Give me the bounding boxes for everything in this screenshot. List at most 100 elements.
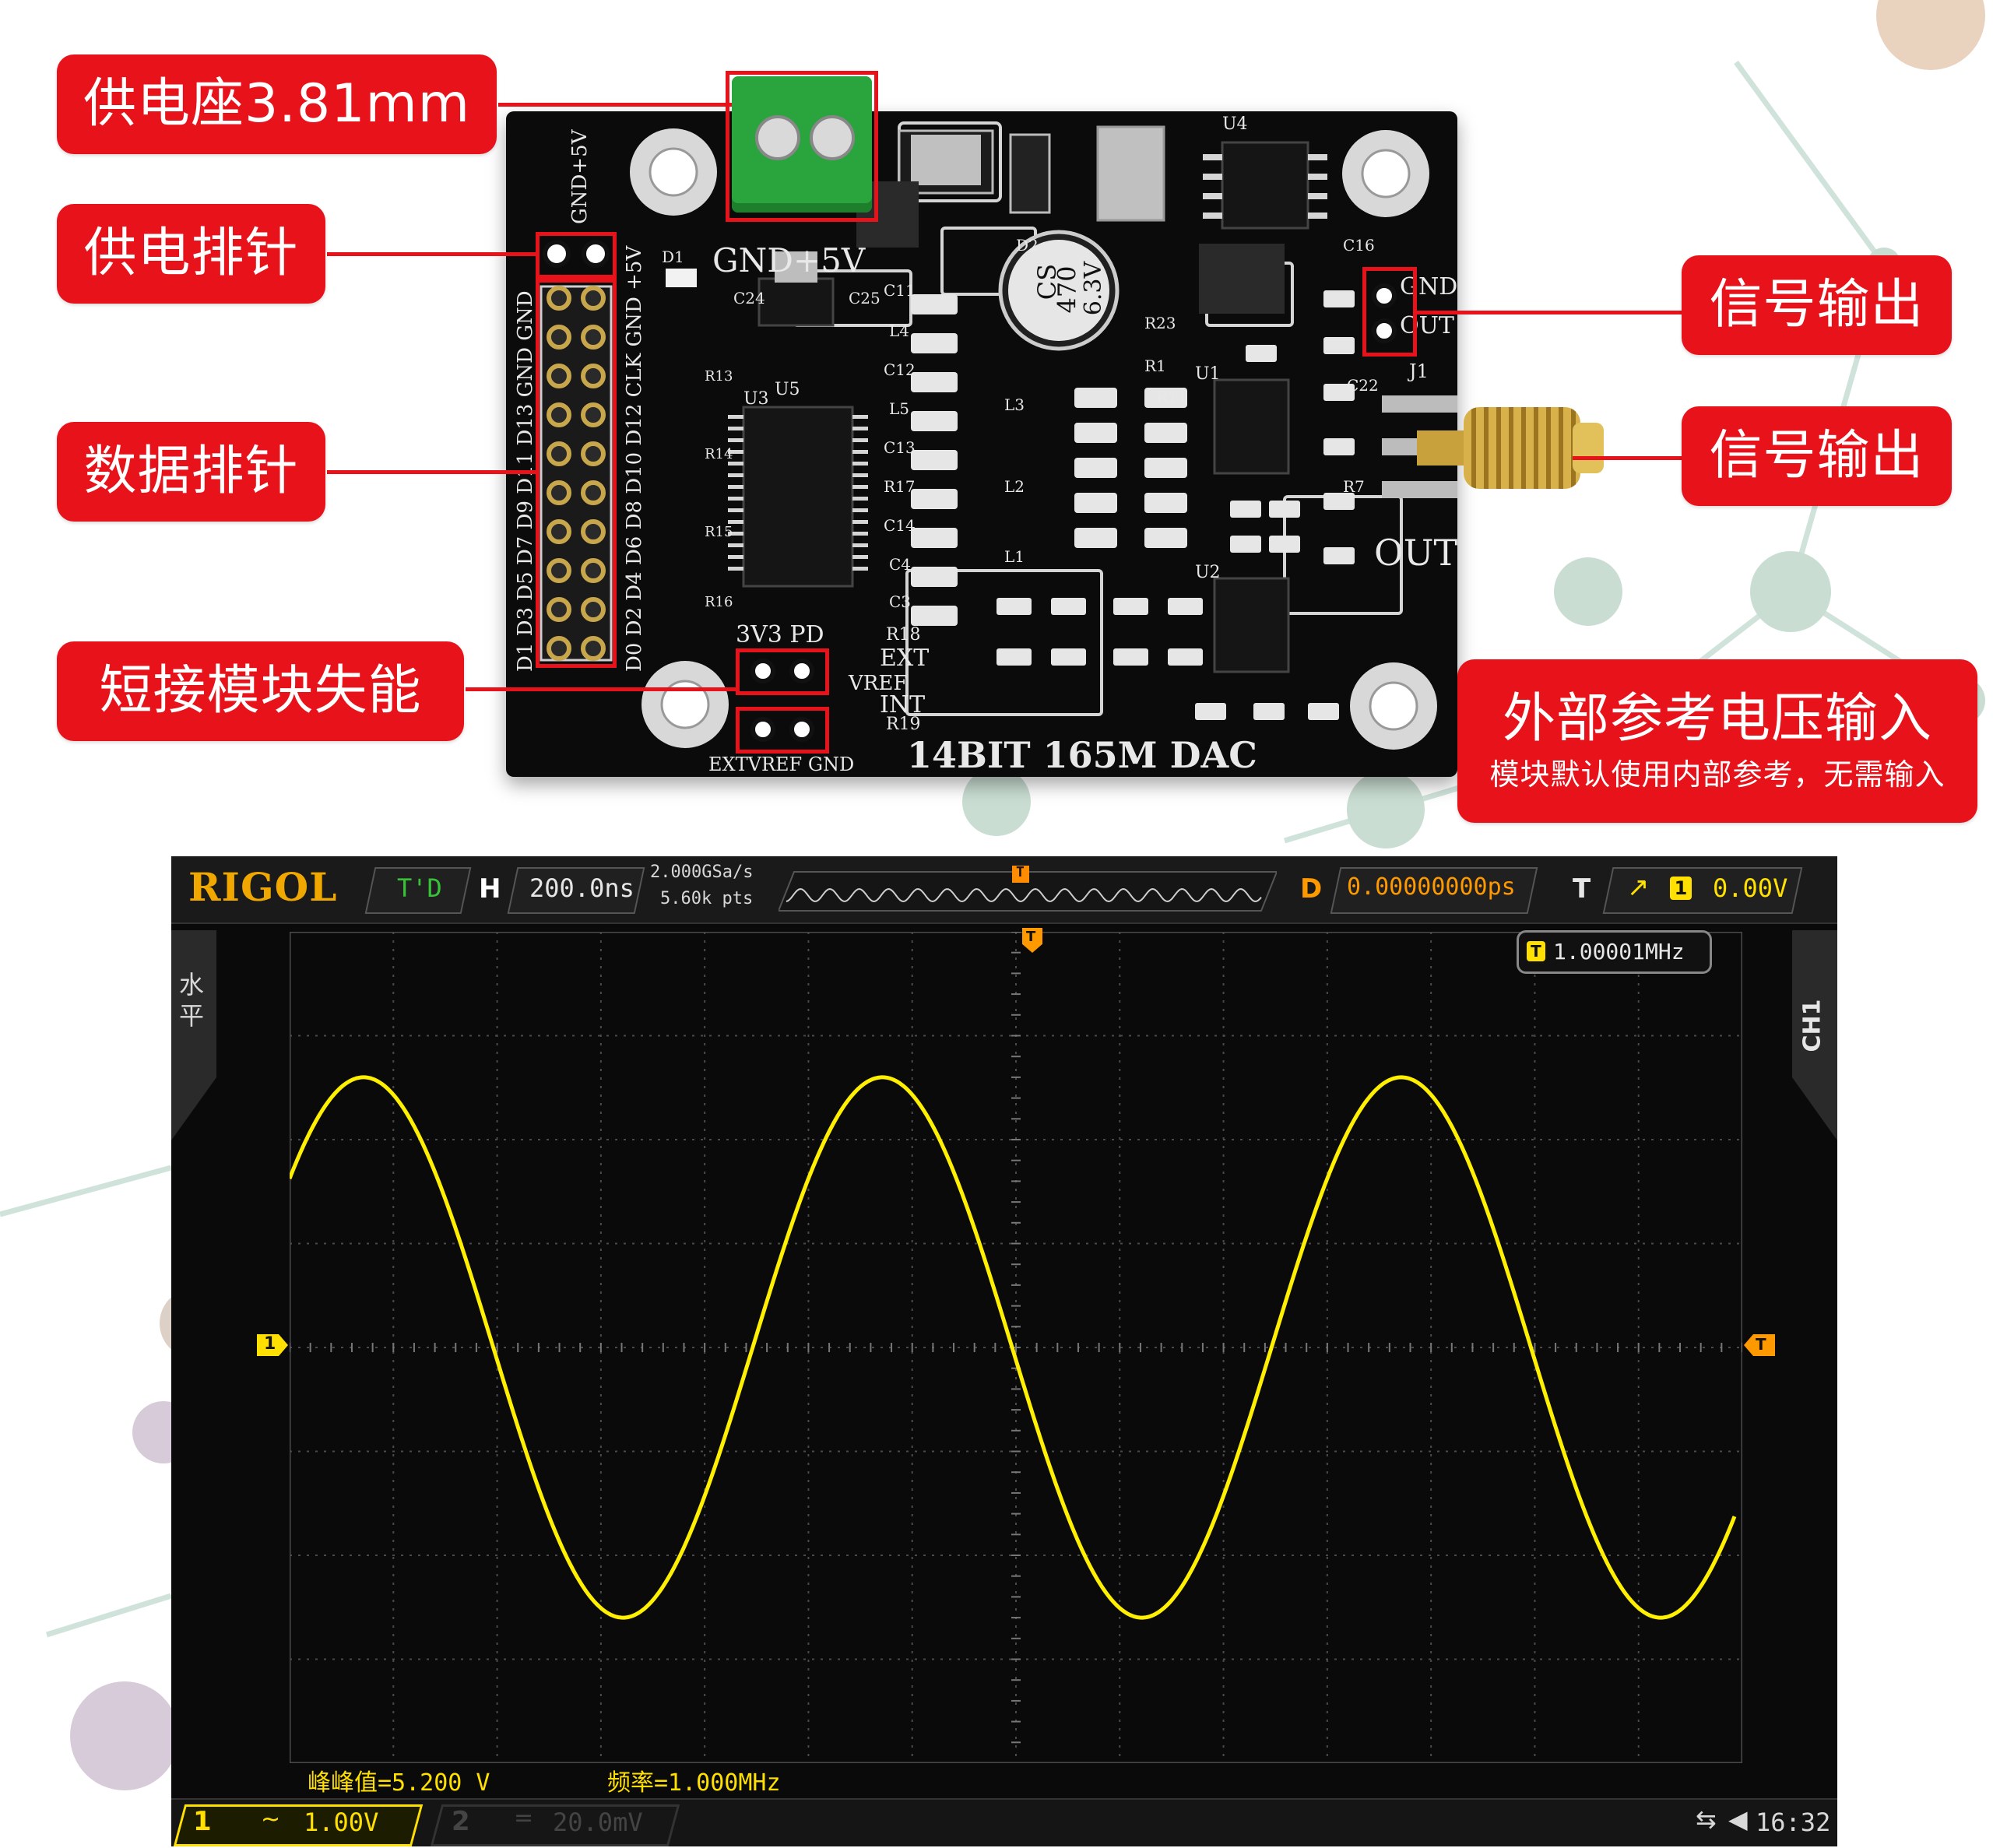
callout-ext-ref: 外部参考电压输入 模块默认使用内部参考，无需输入 bbox=[1457, 659, 1977, 823]
comp-label-r17: R17 bbox=[884, 477, 916, 496]
callout-disable-jumper-text: 短接模块失能 bbox=[99, 660, 422, 722]
memory-depth: 5.60k pts bbox=[660, 889, 754, 908]
sma-out-label: OUT bbox=[1374, 532, 1458, 574]
ref-label-ext: EXT bbox=[880, 645, 930, 672]
ch1-number: 1 bbox=[193, 1806, 212, 1837]
frequency-counter: T 1.00001MHz bbox=[1517, 930, 1712, 974]
comp-label-r16: R16 bbox=[705, 594, 733, 610]
terminal-silk-label: GND+5V bbox=[712, 241, 866, 279]
highlight-pd-jumper bbox=[736, 648, 829, 695]
ch1-scale-value: 1.00V bbox=[304, 1808, 379, 1837]
signal-out-label: OUT bbox=[1400, 312, 1454, 339]
usb-icon: ⇆ bbox=[1696, 1804, 1717, 1834]
comp-label-d1: D1 bbox=[662, 248, 684, 266]
measurement-vpp: 峰峰值=5.200 V bbox=[308, 1769, 490, 1797]
comp-label-c13: C13 bbox=[884, 438, 916, 457]
comp-label-l3: L3 bbox=[1004, 395, 1025, 414]
ref-label-r19: R19 bbox=[886, 715, 921, 734]
ch1-offset-marker-text: 1 bbox=[264, 1334, 276, 1354]
ref-label-r18: R18 bbox=[886, 625, 921, 645]
comp-label-l2: L2 bbox=[1004, 477, 1025, 496]
comp-label-r11: R11 bbox=[1156, 388, 1188, 406]
dac-ic bbox=[742, 406, 854, 588]
clock: 16:32 bbox=[1756, 1808, 1831, 1837]
highlight-extref-jumper bbox=[736, 707, 829, 754]
comp-label-r7: R7 bbox=[1343, 477, 1365, 496]
ref-label-vref: VREF bbox=[849, 672, 908, 695]
regulator-u5 bbox=[757, 277, 835, 327]
ch1-menu-tab[interactable]: CH1 bbox=[1792, 930, 1837, 1140]
callout-ext-ref-note: 模块默认使用内部参考，无需输入 bbox=[1489, 757, 1946, 792]
power-terminal-block bbox=[732, 76, 872, 213]
speaker-icon: ◀ bbox=[1728, 1804, 1748, 1834]
leader-disable-jumper bbox=[466, 687, 738, 691]
callout-power-socket-text: 供电座3.81mm bbox=[83, 73, 470, 135]
trigger-level: 0.00V bbox=[1713, 873, 1788, 903]
freq-counter-value: 1.00001MHz bbox=[1553, 939, 1685, 964]
sma-connector bbox=[1417, 392, 1604, 504]
comp-label-r13: R13 bbox=[705, 368, 733, 385]
trigger-source-badge: 1 bbox=[1670, 877, 1692, 900]
comp-label-r15: R15 bbox=[705, 524, 733, 540]
ic-label-u3: U3 bbox=[743, 389, 769, 409]
callout-power-socket: 供电座3.81mm bbox=[57, 54, 497, 154]
callout-signal-out-2: 信号输出 bbox=[1682, 406, 1952, 506]
scope-bottom-bar: 1 ~ 1.00V 2 = 20.0mV ⇆ ◀ 16:32 bbox=[171, 1798, 1837, 1846]
trigger-label: T bbox=[1573, 873, 1591, 905]
delay-value: 0.00000000ps bbox=[1347, 873, 1516, 901]
jumper-bottom-label: EXTVREF GND bbox=[708, 754, 855, 775]
dc-coupling-icon: = bbox=[514, 1804, 534, 1832]
oscilloscope-screen: RIGOL T'D H 200.0ns 2.000GSa/s 5.60k pts… bbox=[171, 856, 1837, 1846]
callout-power-pins-text: 供电排针 bbox=[83, 223, 299, 284]
leader-signal-out-1 bbox=[1417, 311, 1682, 314]
comp-label-l4: L4 bbox=[889, 321, 910, 340]
ref-label-int: INT bbox=[880, 691, 926, 718]
waveform-plot[interactable] bbox=[290, 932, 1742, 1763]
ac-coupling-icon: ~ bbox=[261, 1806, 281, 1833]
horizontal-label: H bbox=[479, 873, 501, 905]
callout-data-pins-text: 数据排针 bbox=[83, 441, 299, 502]
ic-u1 bbox=[1213, 378, 1290, 475]
ic-label-u4: U4 bbox=[1222, 114, 1248, 134]
comp-label-c22: C22 bbox=[1347, 376, 1379, 395]
comp-label-c11: C11 bbox=[884, 281, 916, 300]
ic-label-u2: U2 bbox=[1195, 563, 1221, 582]
cap-text-2: 470 bbox=[1052, 265, 1082, 314]
comp-label-r14: R14 bbox=[705, 446, 733, 462]
ic-u2 bbox=[1213, 577, 1290, 673]
callout-power-pins: 供电排针 bbox=[57, 204, 325, 304]
comp-label-c16: C16 bbox=[1343, 236, 1375, 255]
freq-counter-badge: T bbox=[1527, 941, 1545, 961]
highlight-power-terminal bbox=[726, 71, 878, 222]
dac-module-board: GND+5V 14BIT 165M DAC GND OUT J1 OUT 3V3… bbox=[506, 71, 1604, 777]
overview-trigger-marker: T bbox=[1016, 864, 1025, 880]
pin-header bbox=[540, 285, 613, 662]
comp-label-l5: L5 bbox=[889, 399, 910, 418]
horizontal-menu-tab[interactable]: 水平 bbox=[171, 930, 216, 1140]
trigger-position-marker-text: T bbox=[1026, 929, 1036, 945]
comp-label-c14: C14 bbox=[884, 516, 916, 535]
delay-label: D bbox=[1300, 873, 1323, 905]
pcb-traces bbox=[540, 121, 1457, 750]
ch2-scale-value: 20.0mV bbox=[553, 1808, 643, 1837]
screw bbox=[755, 115, 800, 160]
leader-power-socket bbox=[498, 103, 732, 107]
rising-edge-icon: ↗ bbox=[1627, 872, 1650, 903]
timebase-value: 200.0ns bbox=[529, 873, 634, 903]
header-top-label: GND+5V bbox=[568, 129, 592, 224]
comp-label-r23: R23 bbox=[1144, 314, 1176, 332]
comp-label-c24: C24 bbox=[733, 289, 765, 307]
highlight-data-pins bbox=[536, 279, 617, 668]
comp-label-c4: C4 bbox=[889, 555, 912, 574]
screw bbox=[810, 115, 855, 160]
callout-signal-out-2-text: 信号输出 bbox=[1709, 425, 1924, 487]
trigger-level-marker[interactable]: T bbox=[1744, 1334, 1775, 1356]
callout-disable-jumper: 短接模块失能 bbox=[57, 641, 464, 741]
board-model-label: 14BIT 165M DAC bbox=[907, 734, 1257, 776]
ic-label-u1: U1 bbox=[1195, 364, 1221, 384]
ic-label-u5: U5 bbox=[775, 380, 800, 399]
ch1-offset-marker[interactable]: 1 bbox=[257, 1334, 288, 1356]
ic-u4 bbox=[1221, 141, 1309, 230]
comp-label-c25: C25 bbox=[849, 289, 881, 307]
scope-top-bar: RIGOL T'D H 200.0ns 2.000GSa/s 5.60k pts… bbox=[171, 856, 1837, 924]
